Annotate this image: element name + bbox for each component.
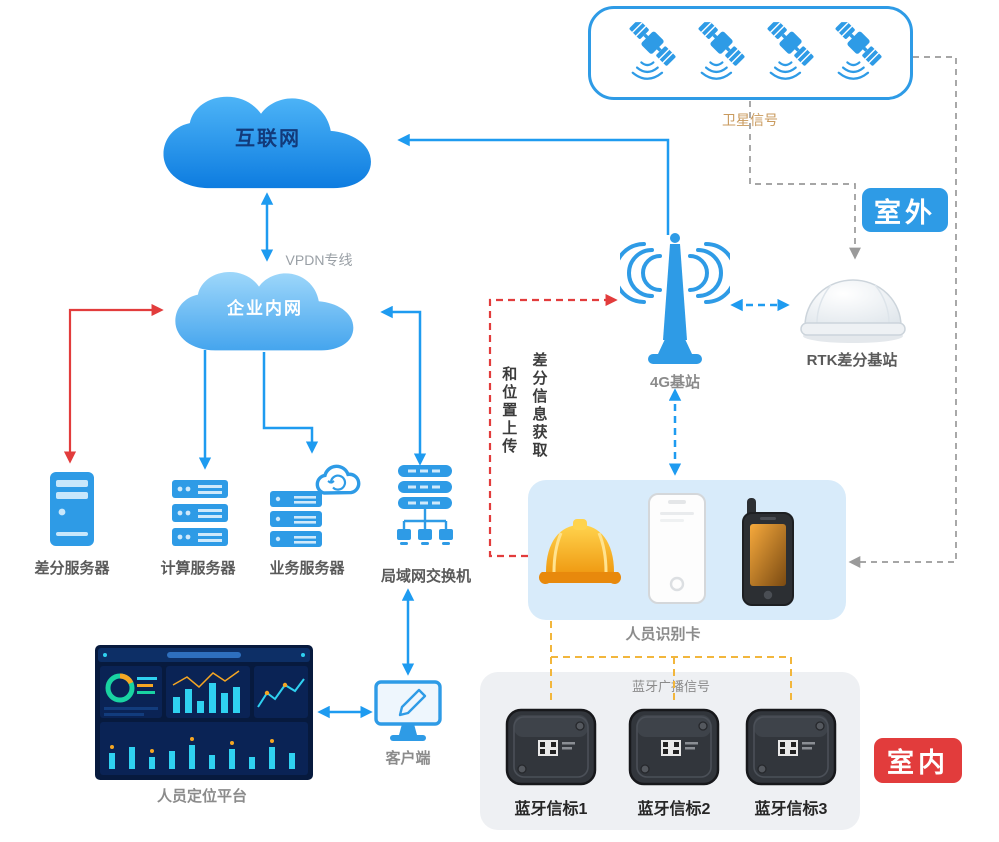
- arrow-switch-intranet: [380, 305, 427, 466]
- network-switch-icon: [397, 465, 453, 545]
- bluetooth-beacon-icon: [745, 706, 837, 788]
- satellite-icon: [682, 20, 751, 86]
- diff-server-label: 差分服务器: [34, 560, 110, 577]
- 4g-antenna-icon: [620, 233, 730, 364]
- annotation-col-right: 差分信息获取: [530, 352, 548, 460]
- rack-server-icon: [172, 480, 228, 546]
- platform-label: 人员定位平台: [156, 788, 247, 805]
- tower-server-icon: [50, 472, 94, 546]
- client-label: 客户端: [385, 750, 431, 767]
- bluetooth-beacon-icon: [628, 706, 720, 788]
- id-badge-icon: [648, 493, 706, 604]
- indoor-badge: 室内: [874, 738, 962, 783]
- id-card-label: 人员识别卡: [625, 626, 701, 643]
- dashboard-screenshot: [95, 645, 313, 780]
- annotation-col-left: 和位置上传: [500, 366, 518, 456]
- diff-upload-annotation: 差分信息获取 和位置上传: [498, 352, 549, 542]
- beacon3-label: 蓝牙信标3: [754, 801, 828, 818]
- beacon2-label: 蓝牙信标2: [637, 801, 711, 818]
- safety-helmet-icon: [538, 519, 622, 585]
- satellite-group-box: [588, 6, 913, 100]
- internet-cloud-label: 互联网: [235, 128, 301, 151]
- rugged-phone-icon: [742, 498, 794, 606]
- intranet-cloud: 企业内网: [162, 268, 368, 357]
- internet-cloud: 互联网: [148, 92, 388, 196]
- vpdn-link-label: VPDN专线: [285, 252, 353, 268]
- intranet-cloud-label: 企业内网: [227, 298, 303, 318]
- outdoor-badge: 室外: [862, 188, 948, 232]
- compute-server-label: 计算服务器: [160, 560, 236, 577]
- arrow-intranet-to-business: [262, 352, 319, 454]
- satellite-signal-label: 卫星信号: [722, 112, 778, 128]
- satellite-icon: [613, 20, 682, 86]
- lan-switch-label: 局域网交换机: [380, 568, 471, 585]
- 4g-station-label: 4G基站: [649, 374, 700, 391]
- rtk-dome-icon: [800, 279, 906, 343]
- bt-broadcast-label: 蓝牙广播信号: [631, 679, 710, 694]
- bluetooth-beacon-icon: [505, 706, 597, 788]
- satellite-icon: [819, 20, 888, 86]
- cloud-server-icon: [270, 464, 361, 547]
- arrow-4g-to-internet: [397, 133, 670, 235]
- business-server-label: 业务服务器: [269, 560, 345, 577]
- beacon1-label: 蓝牙信标1: [514, 801, 588, 818]
- arrow-intranet-diffserver: [63, 303, 164, 464]
- monitor-icon: [374, 680, 442, 741]
- satellite-icon: [751, 20, 820, 86]
- rtk-station-label: RTK差分基站: [806, 352, 898, 369]
